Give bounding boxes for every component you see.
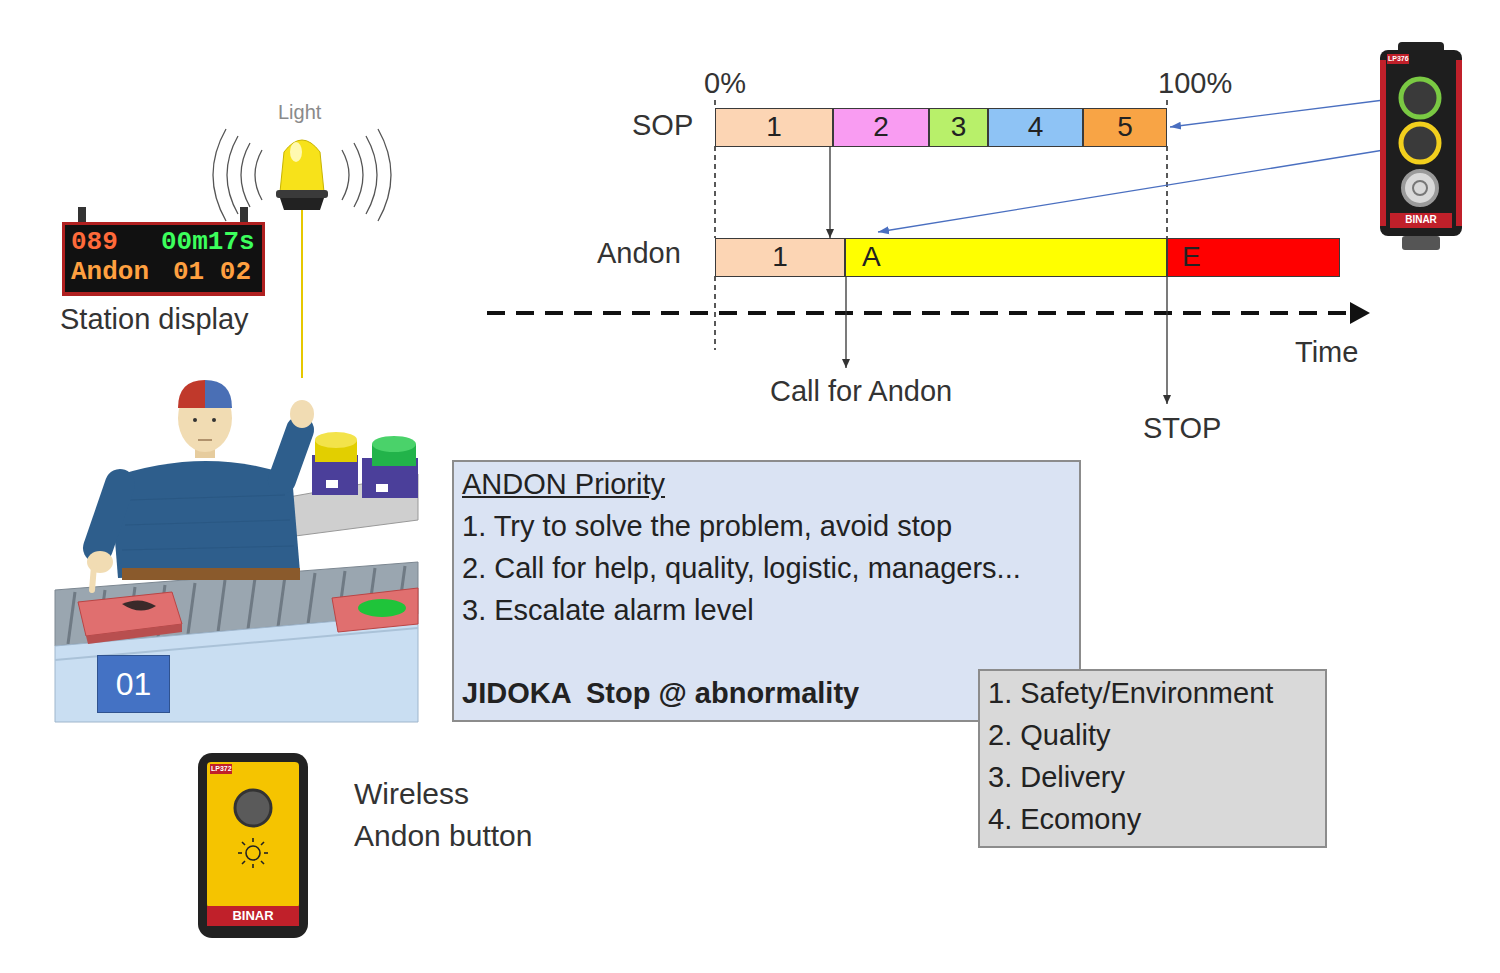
station-display: 089 00m17sAndon 01 02	[62, 222, 265, 295]
node-text: 01	[116, 666, 152, 703]
event-label: Call for Andon	[770, 374, 952, 409]
call-arrow	[845, 277, 846, 368]
andon-phase: E	[1167, 238, 1340, 277]
node-text: 4. Ecomony	[988, 803, 1141, 836]
device-label: Wireless Andon button	[354, 773, 546, 857]
led-text: Andon	[71, 258, 149, 288]
sop-step: 3	[929, 108, 988, 147]
worker-illustration	[55, 378, 418, 722]
station-number: 01	[97, 655, 170, 713]
node-text: 1. Safety/Environment	[988, 677, 1273, 710]
node-text: 1	[766, 111, 782, 143]
node-text: 3. Escalate alarm level	[462, 594, 754, 627]
row-label: Andon	[597, 236, 681, 271]
brand-label: BINAR	[1405, 214, 1437, 226]
model-label: LP372	[211, 765, 232, 773]
andon-device	[1380, 42, 1462, 250]
percent-label: 100%	[1158, 66, 1232, 101]
node-text: 3	[951, 111, 967, 143]
brand-label: BINAR	[232, 908, 273, 924]
percent-label: 0%	[704, 66, 746, 101]
leader-line	[1170, 100, 1384, 127]
leader-line	[878, 150, 1384, 232]
node-text: E	[1182, 241, 1201, 273]
node-text: 1. Try to solve the problem, avoid stop	[462, 510, 952, 543]
priority-list: 1. Safety/Environment 2. Quality 3. Delive…	[978, 669, 1327, 848]
node-text: 2. Quality	[988, 719, 1111, 752]
node-text: 5	[1117, 111, 1133, 143]
display-mount	[62, 207, 265, 296]
node-text: Stop @ abnormality	[586, 677, 859, 710]
flow-arrow	[829, 147, 830, 238]
andon-phase: 1	[715, 238, 845, 277]
model-label: LP376	[1388, 55, 1409, 63]
led-text: 00m17s	[161, 228, 255, 258]
light-label: Light	[278, 100, 321, 124]
andon-phase: A	[845, 238, 1167, 277]
sop-step: 2	[833, 108, 929, 147]
time-axis	[487, 302, 1370, 324]
node-text: A	[862, 241, 881, 273]
node-text: 2. Call for help, quality, logistic, man…	[462, 552, 1021, 585]
sop-step: 1	[715, 108, 833, 147]
row-label: SOP	[632, 108, 693, 143]
axis-label: Time	[1295, 335, 1358, 370]
event-label: STOP	[1143, 411, 1221, 446]
sop-step: 5	[1083, 108, 1167, 147]
node-text: ANDON Priority	[462, 468, 665, 501]
sop-step: 4	[988, 108, 1083, 147]
stop-arrow	[1166, 277, 1167, 404]
node-text: JIDOKA	[462, 677, 572, 710]
node-text: 2	[873, 111, 889, 143]
led-text: 089	[71, 228, 118, 258]
node-text: 3. Delivery	[988, 761, 1125, 794]
display-label: Station display	[60, 302, 249, 337]
node-text: 1	[772, 241, 788, 273]
wireless-button	[198, 753, 308, 938]
led-text: 01 02	[173, 258, 251, 288]
node-text: 4	[1028, 111, 1044, 143]
